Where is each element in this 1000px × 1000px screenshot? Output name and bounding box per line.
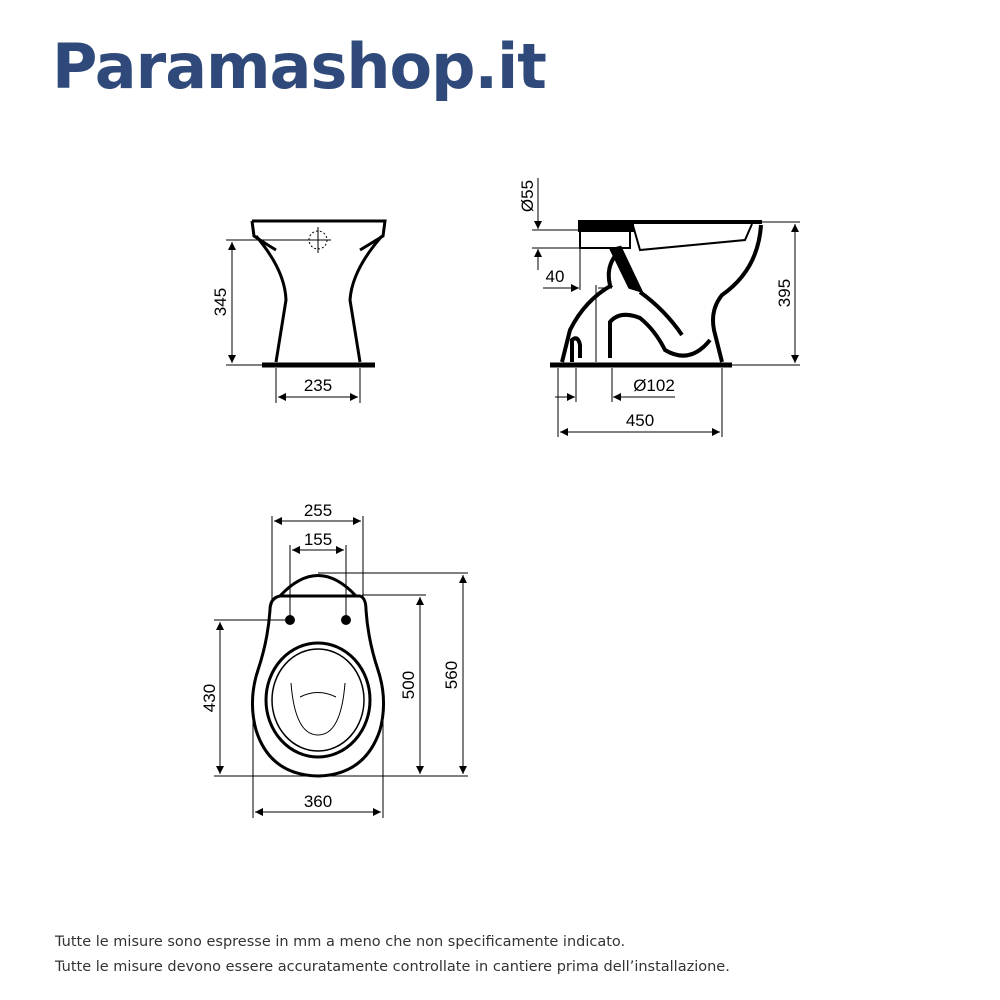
front-rim [250, 219, 387, 252]
note-units: Tutte le misure sono espresse in mm a me… [55, 934, 626, 950]
brand-logo: Paramashop.it [52, 30, 547, 103]
outlet-diameter-label: Ø55 [518, 180, 537, 212]
rear-width-label: 255 [304, 501, 332, 520]
front-view [250, 219, 387, 368]
side-length-label: 450 [626, 411, 654, 430]
side-height-label: 395 [775, 279, 794, 307]
depth-to-holes-label: 430 [200, 684, 219, 712]
front-dimensions [226, 239, 361, 403]
front-height-label: 345 [211, 288, 230, 316]
hole-spacing-label: 155 [304, 530, 332, 549]
width-label: 360 [304, 792, 332, 811]
drain-diameter-label: Ø102 [633, 376, 675, 395]
top-view [251, 574, 385, 778]
side-view [550, 220, 763, 368]
bowl-depth-label: 500 [399, 671, 418, 699]
outlet-offset-label: 40 [546, 267, 565, 286]
front-body [254, 235, 384, 363]
side-dimensions [532, 178, 800, 437]
total-depth-label: 560 [442, 661, 461, 689]
front-base-width-label: 235 [304, 376, 332, 395]
note-verify: Tutte le misure devono essere accuratame… [55, 959, 730, 975]
top-dimensions [214, 516, 468, 818]
